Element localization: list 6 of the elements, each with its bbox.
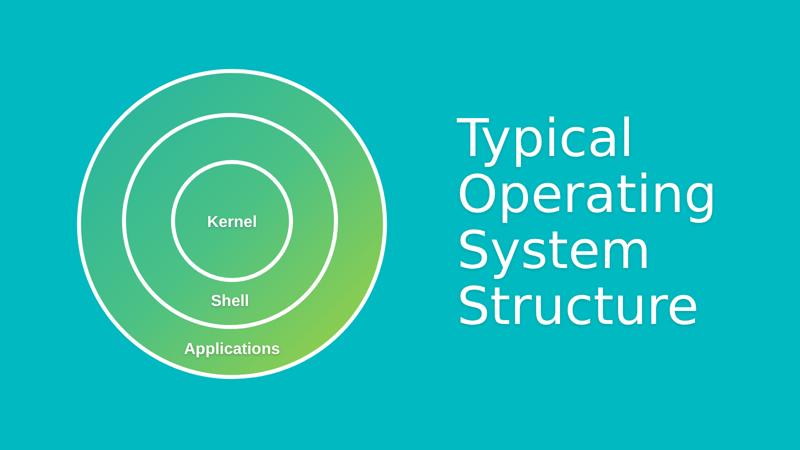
title-heading: Typical Operating System Structure — [457, 111, 718, 335]
layer-label: Shell — [210, 292, 250, 312]
middle-ring — [122, 113, 338, 329]
layer-label: Kernel — [207, 213, 257, 233]
layer-label: Applications — [184, 340, 280, 360]
inner-circle — [171, 160, 293, 282]
